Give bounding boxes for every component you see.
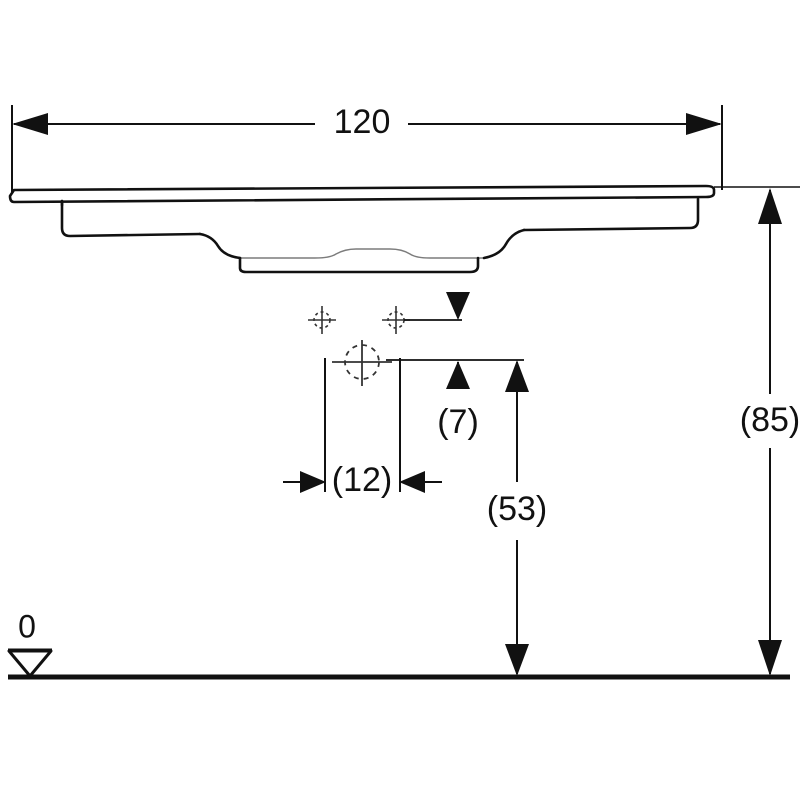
bowl-transition-right: [482, 228, 526, 260]
dimension-tap-height-53: (53): [487, 360, 547, 676]
arrowhead-right: [686, 113, 722, 135]
arrowhead-up: [505, 360, 529, 392]
arrowhead-inward-right: [399, 471, 425, 493]
datum-triangle-icon: [7, 649, 53, 678]
datum-label: 0: [18, 608, 36, 644]
bowl-bottom-pan: [238, 256, 480, 274]
dimension-width-120: 120: [11, 103, 723, 192]
arrowhead-up: [446, 361, 470, 389]
basin-rim: [8, 184, 716, 204]
dimension-label-tap-height: (53): [487, 490, 547, 528]
arrowhead-down: [505, 644, 529, 676]
arrowhead-bottom: [758, 640, 782, 676]
arrowhead-top: [758, 188, 782, 224]
arrowhead-left: [12, 113, 48, 135]
dashed-circle: [344, 344, 380, 380]
basin-apron-right: [522, 197, 700, 232]
dimension-overall-height-85: (85): [740, 188, 800, 676]
dimension-label-overall-height: (85): [740, 401, 800, 439]
arrowhead-inward-left: [300, 471, 326, 493]
dimension-hole-spacing-12: (12): [283, 358, 442, 499]
datum-marker-zero: 0: [7, 608, 53, 678]
dashed-circle: [313, 311, 331, 329]
dimension-offset-7: (7): [437, 292, 479, 441]
bowl-inner-contour: [239, 248, 485, 259]
washbasin-outline: [8, 184, 716, 274]
bowl-transition-left: [198, 232, 242, 260]
dimension-label-hole-spacing: (12): [332, 461, 392, 499]
dimension-label-offset: (7): [437, 403, 479, 441]
arrowhead-down: [446, 292, 470, 320]
tap-hole-marker-left-upper: [308, 306, 336, 334]
dimension-label-width: 120: [334, 103, 391, 141]
basin-apron-left: [60, 199, 202, 238]
tap-hole-marker-center: [332, 340, 392, 386]
